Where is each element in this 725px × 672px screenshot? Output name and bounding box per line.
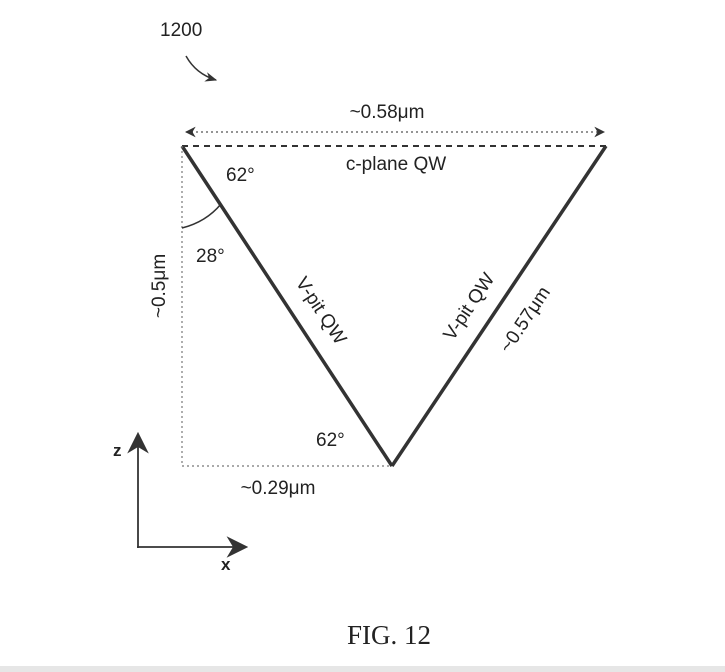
c-plane-qw-label: c-plane QW xyxy=(346,154,446,175)
reference-leader-arrow xyxy=(185,55,218,82)
left-facet-label: V-pit QW xyxy=(291,273,350,348)
left-v-pit-facet xyxy=(180,145,394,467)
bottom-angle-label: 62° xyxy=(316,430,345,451)
top-angle-label: 62° xyxy=(226,165,255,186)
angle-arc xyxy=(181,203,222,229)
bottom-edge-bar xyxy=(0,666,725,672)
figure-reference-number: 1200 xyxy=(160,20,202,41)
side-angle-label: 28° xyxy=(196,246,225,267)
figure-caption: FIG. 12 xyxy=(347,620,431,650)
top-width-label: ~0.58μm xyxy=(350,102,425,123)
x-axis-label: x xyxy=(221,555,231,574)
half-width-label: ~0.29μm xyxy=(241,478,316,499)
height-label: ~0.5μm xyxy=(149,254,170,318)
facet-length-label: ~0.57μm xyxy=(496,283,555,357)
right-v-pit-facet xyxy=(390,145,608,467)
right-facet-label: V-pit QW xyxy=(440,269,500,344)
z-axis-label: z xyxy=(113,441,122,460)
